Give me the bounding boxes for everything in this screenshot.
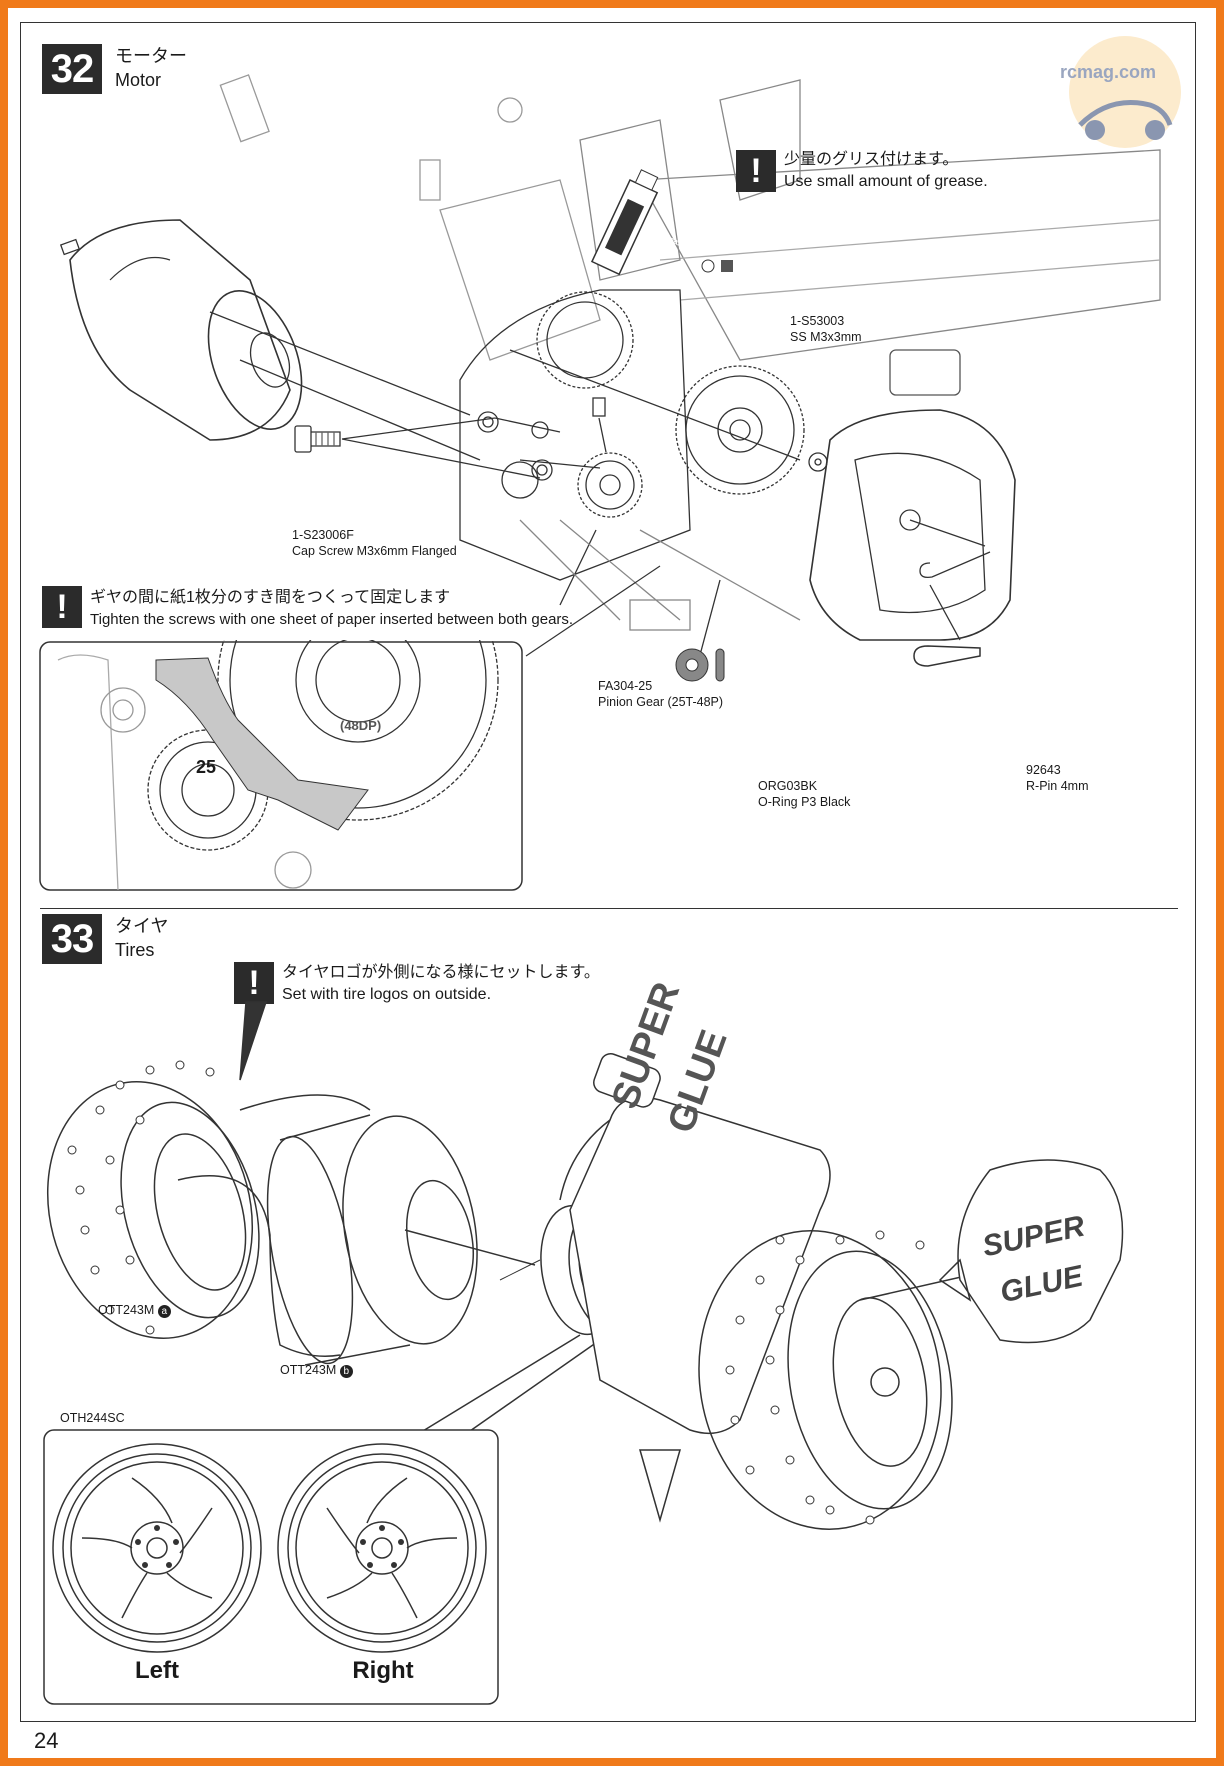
grease-warning-icon: !	[736, 150, 776, 192]
gap-note-ja: ギヤの間に紙1枚分のすき間をつくって固定します	[90, 589, 451, 606]
part-code-oth244sc: OTH244SC	[60, 1411, 125, 1425]
page-number: 24	[34, 1728, 59, 1753]
part-desc-fa304-25: Pinion Gear (25T-48P)	[598, 695, 724, 709]
part-code-1-s23006f: 1-S23006F	[292, 528, 354, 542]
detail-leader-line	[525, 565, 661, 657]
part-label-tire-a: OTT243M a	[98, 1302, 171, 1318]
wheel-left-right-detail	[43, 1429, 499, 1705]
part-code-org03bk: ORG03BK	[758, 779, 818, 793]
gap-warning-icon: !	[42, 586, 82, 628]
part-desc-1-s23006f: Cap Screw M3x6mm Flanged	[292, 544, 457, 558]
part-mark-a: a	[157, 1305, 171, 1318]
rcmag-logo	[1069, 36, 1181, 148]
part-mark-b: b	[339, 1365, 353, 1378]
wheel-left-label: Left	[135, 1657, 179, 1684]
grease-note-en: Use small amount of grease.	[784, 173, 988, 190]
tire-assembly-illustration	[46, 1001, 1124, 1530]
step-divider	[40, 908, 1178, 909]
step-33-number: 33	[42, 914, 102, 964]
tire-note-en: Set with tire logos on outside.	[282, 986, 492, 1003]
tire-logo-warning-icon: !	[234, 962, 274, 1004]
step-33-title-ja: タイヤ	[115, 916, 169, 936]
gap-note-en: Tighten the screws with one sheet of pap…	[90, 611, 574, 628]
part-code-92643: 92643	[1026, 763, 1061, 777]
part-code-fa304-25: FA304-25	[598, 679, 653, 693]
step-32-number: 32	[42, 44, 102, 94]
page-border	[20, 22, 1196, 1722]
motor-assembly-illustration	[59, 74, 1161, 682]
pinion-tooth-count: 25	[196, 757, 217, 777]
part-label-tire-b: OTT243M b	[280, 1362, 353, 1378]
part-code-ott243m-a: OTT243M	[98, 1303, 155, 1317]
grease-note-ja: 少量のグリス付けます。	[784, 151, 959, 168]
part-desc-org03bk: O-Ring P3 Black	[758, 795, 851, 809]
step-32-title-ja: モーター	[115, 46, 187, 66]
part-desc-92643: R-Pin 4mm	[1026, 779, 1089, 793]
part-code-1-s53003: 1-S53003	[790, 314, 845, 328]
step-33-title-en: Tires	[115, 940, 155, 960]
tire-note-ja: タイヤロゴが外側になる様にセットします。	[282, 964, 600, 981]
wheel-right-label: Right	[352, 1657, 414, 1684]
spur-pitch-label: (48DP)	[340, 718, 382, 733]
part-desc-1-s53003: SS M3x3mm	[790, 330, 862, 344]
gear-mesh-detail	[39, 640, 523, 891]
watermark-text: rcmag.com	[1060, 62, 1157, 82]
part-code-ott243m-b: OTT243M	[280, 1363, 337, 1377]
step-32-title-en: Motor	[115, 70, 162, 90]
